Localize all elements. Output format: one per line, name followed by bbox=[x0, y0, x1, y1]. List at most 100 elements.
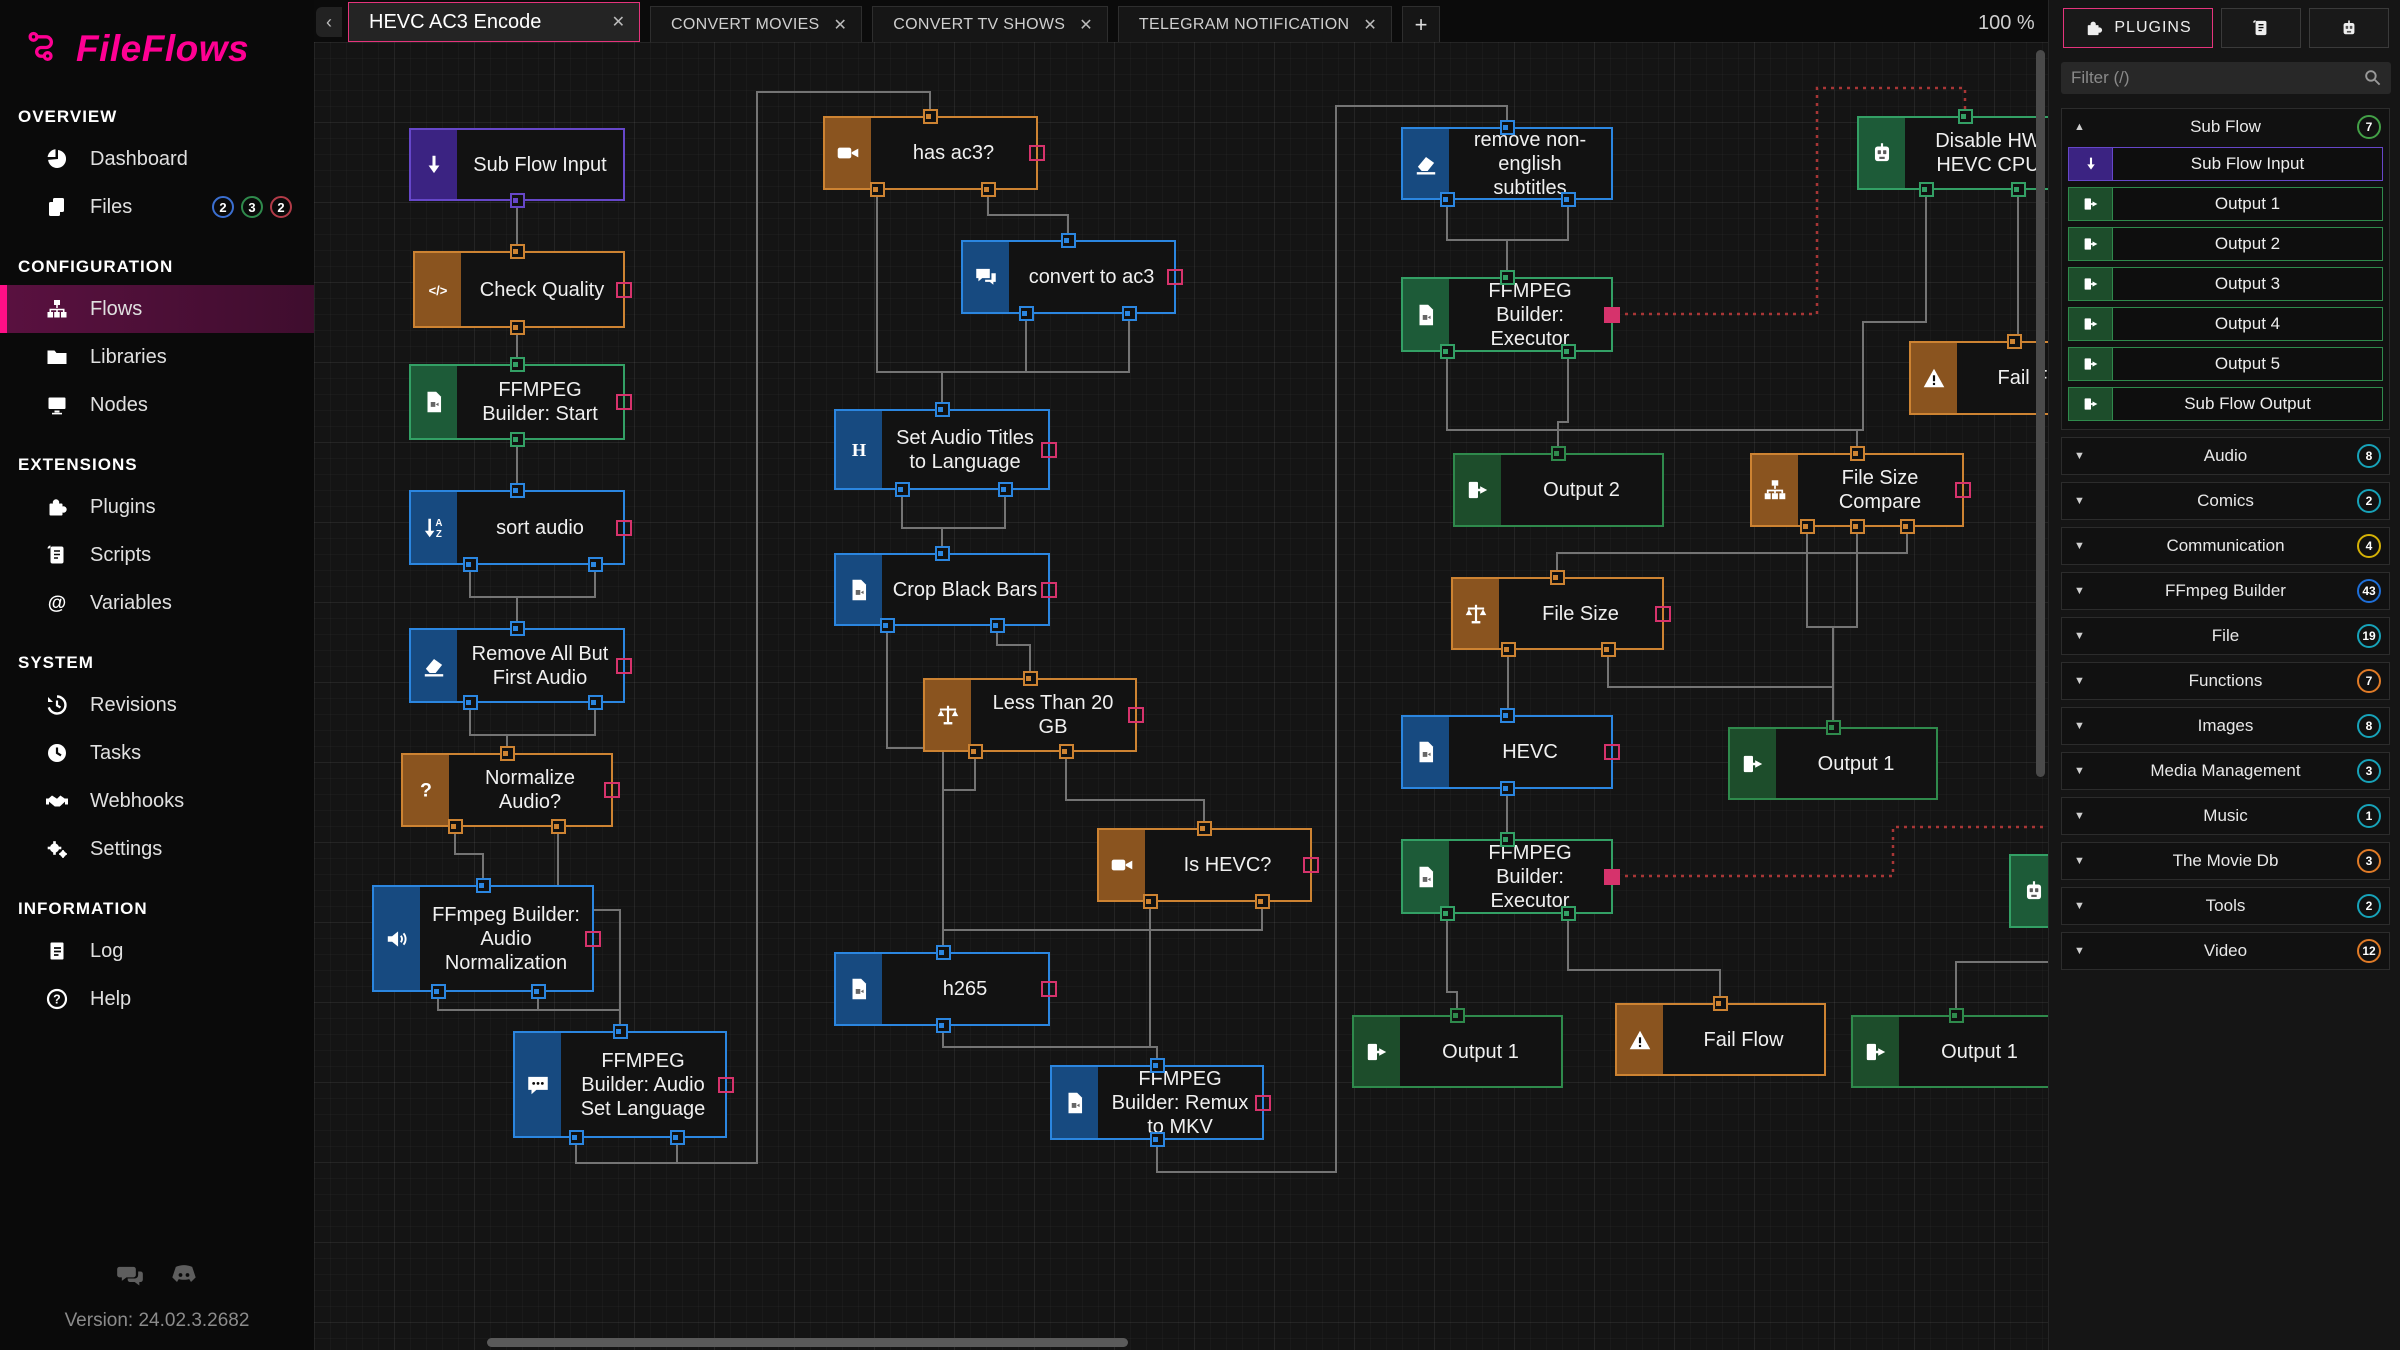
panel-tab-scroll[interactable] bbox=[2221, 8, 2301, 48]
output-connector[interactable] bbox=[1122, 306, 1137, 321]
palette-item-sub-flow-output[interactable]: Sub Flow Output bbox=[2068, 387, 2383, 421]
sidebar-item-plugins[interactable]: Plugins bbox=[0, 483, 314, 531]
palette-group-header[interactable]: ▼Audio8 bbox=[2062, 438, 2389, 474]
output-connector[interactable] bbox=[1601, 642, 1616, 657]
palette-item-output-5[interactable]: Output 5 bbox=[2068, 347, 2383, 381]
palette-item-output-2[interactable]: Output 2 bbox=[2068, 227, 2383, 261]
output-connector[interactable] bbox=[463, 557, 478, 572]
output-connector[interactable] bbox=[1143, 894, 1158, 909]
input-connector[interactable] bbox=[1850, 446, 1865, 461]
flow-node-file-size-compare[interactable]: File Size Compare bbox=[1750, 453, 1964, 527]
flow-node-ffmpeg-audio-set-language[interactable]: FFMPEG Builder: Audio Set Language bbox=[513, 1031, 727, 1138]
input-connector[interactable] bbox=[1713, 996, 1728, 1011]
unconnected-output-port[interactable] bbox=[1128, 707, 1144, 723]
input-connector[interactable] bbox=[1949, 1008, 1964, 1023]
palette-group-header[interactable]: ▼Functions7 bbox=[2062, 663, 2389, 699]
input-connector[interactable] bbox=[510, 621, 525, 636]
output-connector[interactable] bbox=[1850, 519, 1865, 534]
sidebar-item-flows[interactable]: Flows bbox=[0, 285, 314, 333]
output-connector[interactable] bbox=[1440, 344, 1455, 359]
output-connector[interactable] bbox=[1440, 906, 1455, 921]
input-connector[interactable] bbox=[1550, 570, 1565, 585]
unconnected-output-port[interactable] bbox=[1167, 269, 1183, 285]
flow-node-crop-black-bars[interactable]: Crop Black Bars bbox=[834, 553, 1050, 626]
flow-node-convert-to-ac3[interactable]: convert to ac3 bbox=[961, 240, 1176, 314]
palette-item-output-4[interactable]: Output 4 bbox=[2068, 307, 2383, 341]
input-connector[interactable] bbox=[1500, 832, 1515, 847]
unconnected-output-port[interactable] bbox=[1955, 482, 1971, 498]
palette-group-header[interactable]: ▼Tools2 bbox=[2062, 888, 2389, 924]
unconnected-output-port[interactable] bbox=[1655, 606, 1671, 622]
flow-node-fail-flow[interactable]: Fail Flow bbox=[1615, 1003, 1826, 1076]
close-icon[interactable]: ✕ bbox=[1079, 15, 1093, 35]
sidebar-item-variables[interactable]: @Variables bbox=[0, 579, 314, 627]
unconnected-output-port[interactable] bbox=[1303, 857, 1319, 873]
input-connector[interactable] bbox=[1826, 720, 1841, 735]
palette-group-header[interactable]: ▼Communication4 bbox=[2062, 528, 2389, 564]
output-connector[interactable] bbox=[1561, 344, 1576, 359]
unconnected-output-port[interactable] bbox=[1041, 981, 1057, 997]
flow-node-normalize-audio[interactable]: ?Normalize Audio? bbox=[401, 753, 613, 827]
flow-tab-convert-movies[interactable]: CONVERT MOVIES✕ bbox=[650, 6, 862, 42]
output-connector[interactable] bbox=[588, 695, 603, 710]
app-logo[interactable]: FileFlows bbox=[0, 0, 314, 81]
unconnected-output-port[interactable] bbox=[1255, 1095, 1271, 1111]
output-connector[interactable] bbox=[1440, 192, 1455, 207]
palette-item-sub-flow-input[interactable]: Sub Flow Input bbox=[2068, 147, 2383, 181]
flow-node-h265[interactable]: h265 bbox=[834, 952, 1050, 1026]
flow-node-output-1-mid[interactable]: Output 1 bbox=[1728, 727, 1938, 800]
close-icon[interactable]: ✕ bbox=[834, 15, 848, 35]
sidebar-item-dashboard[interactable]: Dashboard bbox=[0, 135, 314, 183]
input-connector[interactable] bbox=[1023, 671, 1038, 686]
unconnected-output-port[interactable] bbox=[1029, 145, 1045, 161]
add-tab-button[interactable]: + bbox=[1402, 6, 1440, 42]
flow-tab-telegram-notification[interactable]: TELEGRAM NOTIFICATION✕ bbox=[1118, 6, 1392, 42]
flow-node-check-quality[interactable]: </>Check Quality bbox=[413, 251, 625, 328]
output-connector[interactable] bbox=[431, 984, 446, 999]
canvas-horizontal-scrollbar[interactable] bbox=[487, 1338, 1128, 1347]
palette-group-header[interactable]: ▼Video12 bbox=[2062, 933, 2389, 969]
palette-item-output-3[interactable]: Output 3 bbox=[2068, 267, 2383, 301]
palette-group-header[interactable]: ▼Comics2 bbox=[2062, 483, 2389, 519]
unconnected-output-port[interactable] bbox=[1041, 582, 1057, 598]
flow-node-fail-flow-clipped[interactable]: Fail Flow bbox=[1909, 341, 2048, 415]
output-connector[interactable] bbox=[1919, 182, 1934, 197]
flow-node-remove-all-but-first-audio[interactable]: Remove All But First Audio bbox=[409, 628, 625, 703]
output-connector[interactable] bbox=[936, 1018, 951, 1033]
output-connector[interactable] bbox=[1500, 781, 1515, 796]
output-connector[interactable] bbox=[531, 984, 546, 999]
flow-tab-convert-tv-shows[interactable]: CONVERT TV SHOWS✕ bbox=[872, 6, 1108, 42]
input-connector[interactable] bbox=[935, 546, 950, 561]
flow-node-ffmpeg-executor-2[interactable]: FFMPEG Builder: Executor bbox=[1401, 839, 1613, 914]
flow-node-has-ac3[interactable]: has ac3? bbox=[823, 116, 1038, 190]
discord-icon[interactable] bbox=[170, 1261, 198, 1294]
sidebar-item-log[interactable]: Log bbox=[0, 927, 314, 975]
output-connector[interactable] bbox=[448, 819, 463, 834]
sidebar-item-tasks[interactable]: Tasks bbox=[0, 729, 314, 777]
output-connector[interactable] bbox=[1900, 519, 1915, 534]
flow-node-output-1-bottom-left[interactable]: Output 1 bbox=[1352, 1015, 1563, 1088]
unconnected-output-port[interactable] bbox=[616, 658, 632, 674]
output-connector[interactable] bbox=[981, 182, 996, 197]
flow-node-sort-audio[interactable]: AZsort audio bbox=[409, 490, 625, 565]
palette-group-header[interactable]: ▼Images8 bbox=[2062, 708, 2389, 744]
sidebar-item-files[interactable]: Files232 bbox=[0, 183, 314, 231]
canvas-vertical-scrollbar[interactable] bbox=[2036, 50, 2045, 777]
unconnected-output-port[interactable] bbox=[616, 520, 632, 536]
output-connector[interactable] bbox=[510, 432, 525, 447]
output-connector[interactable] bbox=[1561, 192, 1576, 207]
flow-tab-hevc-ac3-encode[interactable]: HEVC AC3 Encode✕ bbox=[348, 2, 640, 42]
input-connector[interactable] bbox=[935, 402, 950, 417]
panel-tab-robot[interactable] bbox=[2309, 8, 2389, 48]
flow-node-ffmpeg-executor-1[interactable]: FFMPEG Builder: Executor bbox=[1401, 277, 1613, 352]
output-connector[interactable] bbox=[463, 695, 478, 710]
unconnected-output-port[interactable] bbox=[1041, 442, 1057, 458]
flow-node-ffmpeg-audio-normalization[interactable]: FFmpeg Builder: Audio Normalization bbox=[372, 885, 594, 992]
input-connector[interactable] bbox=[1061, 233, 1076, 248]
input-connector[interactable] bbox=[476, 878, 491, 893]
input-connector[interactable] bbox=[1150, 1058, 1165, 1073]
output-connector[interactable] bbox=[569, 1130, 584, 1145]
flow-canvas[interactable]: Sub Flow Input</>Check QualityFFMPEG Bui… bbox=[314, 42, 2048, 1350]
input-connector[interactable] bbox=[1500, 708, 1515, 723]
sidebar-item-nodes[interactable]: Nodes bbox=[0, 381, 314, 429]
